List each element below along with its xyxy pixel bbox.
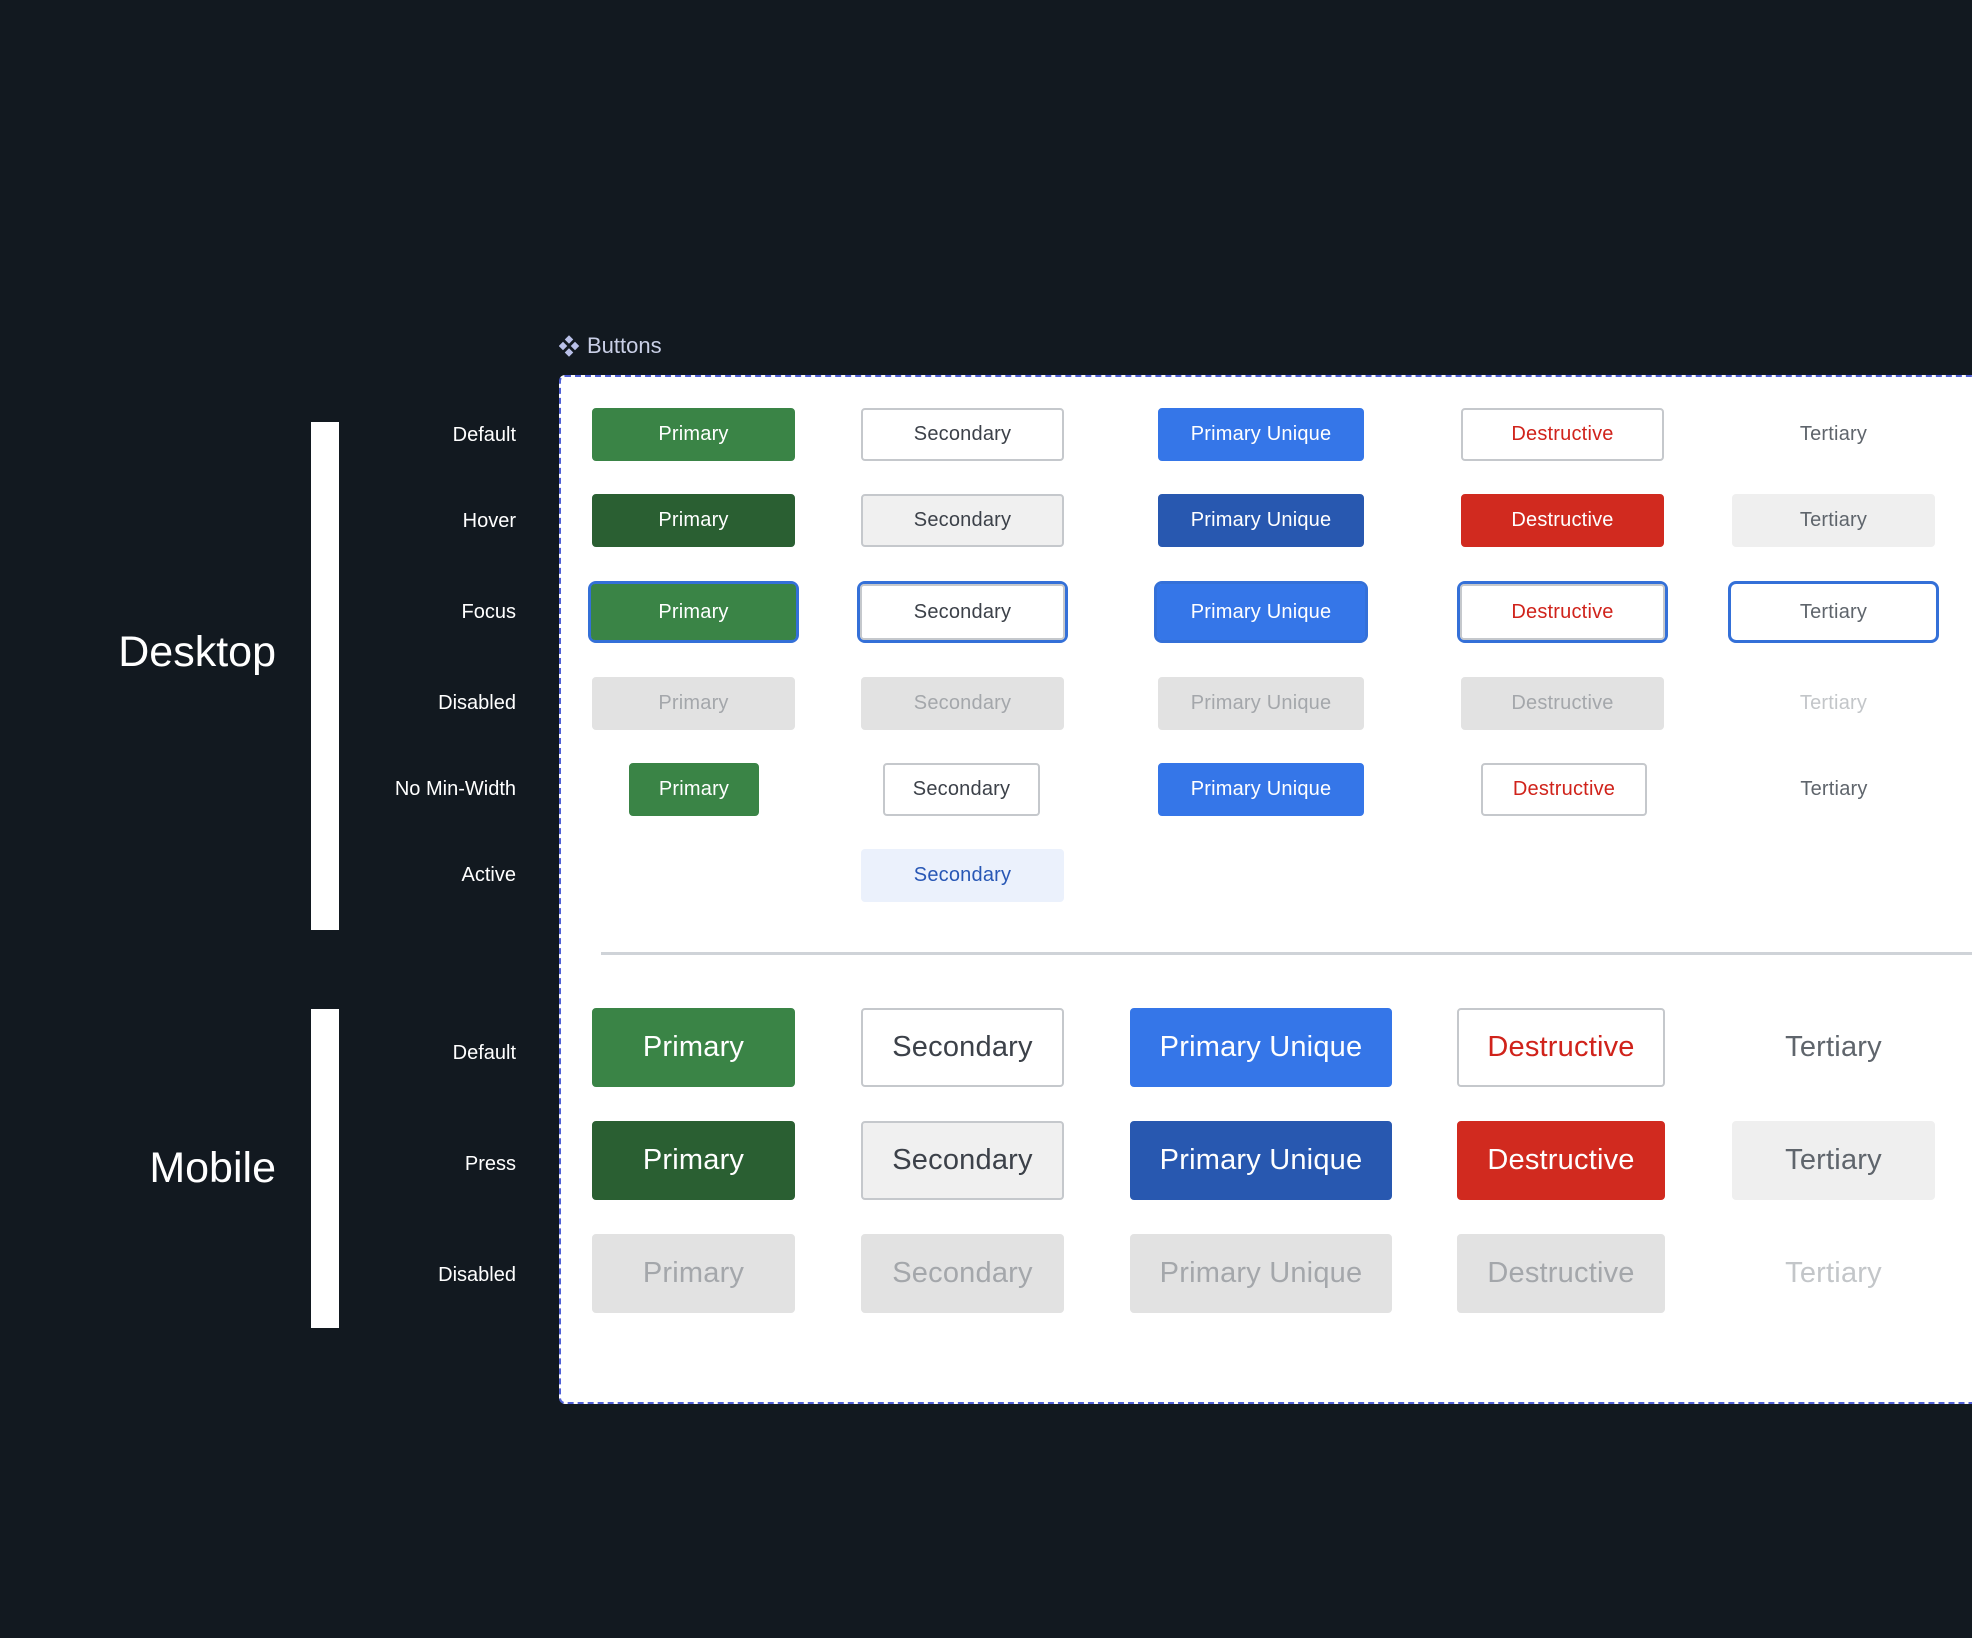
mobile-tertiary-button-press[interactable]: Tertiary bbox=[1732, 1121, 1935, 1200]
secondary-button-disabled: Secondary bbox=[861, 677, 1064, 730]
mobile-tertiary-button-disabled: Tertiary bbox=[1785, 1257, 1882, 1289]
tertiary-button[interactable]: Tertiary bbox=[1799, 423, 1868, 445]
component-label[interactable]: Buttons bbox=[559, 333, 662, 359]
secondary-button-active[interactable]: Secondary bbox=[861, 849, 1064, 902]
mobile-primary-unique-button[interactable]: Primary Unique bbox=[1130, 1008, 1392, 1087]
primary-button-hover[interactable]: Primary bbox=[592, 494, 795, 547]
row-label-desktop-default: Default bbox=[452, 424, 516, 446]
primary-unique-button-no-min-width[interactable]: Primary Unique bbox=[1158, 763, 1364, 816]
primary-button-no-min-width[interactable]: Primary bbox=[629, 763, 759, 816]
primary-button-focus[interactable]: Primary bbox=[591, 584, 796, 640]
mobile-primary-button-disabled: Primary bbox=[592, 1234, 795, 1313]
mobile-secondary-button-disabled: Secondary bbox=[861, 1234, 1064, 1313]
tertiary-button-disabled: Tertiary bbox=[1799, 692, 1868, 714]
component-icon bbox=[559, 335, 581, 357]
section-title-desktop: Desktop bbox=[118, 628, 276, 676]
tertiary-button-hover[interactable]: Tertiary bbox=[1732, 494, 1935, 547]
primary-button-disabled: Primary bbox=[592, 677, 795, 730]
secondary-button[interactable]: Secondary bbox=[861, 408, 1064, 461]
mobile-destructive-button-press[interactable]: Destructive bbox=[1457, 1121, 1665, 1200]
mobile-primary-unique-button-disabled: Primary Unique bbox=[1130, 1234, 1392, 1313]
secondary-button-no-min-width[interactable]: Secondary bbox=[883, 763, 1040, 816]
destructive-button-disabled: Destructive bbox=[1461, 677, 1664, 730]
focus-ring-secondary: Secondary bbox=[857, 581, 1068, 643]
destructive-button-no-min-width[interactable]: Destructive bbox=[1481, 763, 1647, 816]
desktop-section-bar bbox=[311, 422, 339, 930]
row-label-desktop-disabled: Disabled bbox=[438, 692, 516, 714]
destructive-button[interactable]: Destructive bbox=[1461, 408, 1664, 461]
mobile-section-bar bbox=[311, 1009, 339, 1328]
focus-ring-primary: Primary bbox=[588, 581, 799, 643]
row-label-desktop-no-min-width: No Min-Width bbox=[394, 778, 516, 800]
row-label-desktop-active: Active bbox=[461, 864, 516, 886]
mobile-secondary-button[interactable]: Secondary bbox=[861, 1008, 1064, 1087]
mobile-primary-button[interactable]: Primary bbox=[592, 1008, 795, 1087]
row-label-mobile-default: Default bbox=[452, 1042, 516, 1064]
mobile-tertiary-button[interactable]: Tertiary bbox=[1785, 1031, 1882, 1063]
tertiary-button-no-min-width[interactable]: Tertiary bbox=[1800, 778, 1868, 800]
row-label-mobile-disabled: Disabled bbox=[438, 1264, 516, 1286]
tertiary-button-focus[interactable]: Tertiary bbox=[1799, 600, 1868, 623]
primary-button[interactable]: Primary bbox=[592, 408, 795, 461]
mobile-destructive-button-disabled: Destructive bbox=[1457, 1234, 1665, 1313]
secondary-button-hover[interactable]: Secondary bbox=[861, 494, 1064, 547]
primary-unique-button-hover[interactable]: Primary Unique bbox=[1158, 494, 1364, 547]
focus-ring-destructive: Destructive bbox=[1457, 581, 1668, 643]
primary-unique-button[interactable]: Primary Unique bbox=[1158, 408, 1364, 461]
section-divider bbox=[601, 952, 1972, 955]
mobile-primary-button-press[interactable]: Primary bbox=[592, 1121, 795, 1200]
secondary-button-focus[interactable]: Secondary bbox=[860, 584, 1065, 640]
row-label-desktop-hover: Hover bbox=[462, 510, 516, 532]
mobile-primary-unique-button-press[interactable]: Primary Unique bbox=[1130, 1121, 1392, 1200]
mobile-destructive-button[interactable]: Destructive bbox=[1457, 1008, 1665, 1087]
primary-unique-button-disabled: Primary Unique bbox=[1158, 677, 1364, 730]
destructive-button-hover[interactable]: Destructive bbox=[1461, 494, 1664, 547]
primary-unique-button-focus[interactable]: Primary Unique bbox=[1157, 584, 1365, 640]
mobile-secondary-button-press[interactable]: Secondary bbox=[861, 1121, 1064, 1200]
focus-ring-tertiary: Tertiary bbox=[1728, 581, 1939, 643]
row-label-desktop-focus: Focus bbox=[461, 601, 516, 623]
component-name: Buttons bbox=[587, 333, 662, 358]
destructive-button-focus[interactable]: Destructive bbox=[1460, 584, 1665, 640]
row-label-mobile-press: Press bbox=[464, 1153, 516, 1175]
focus-ring-primary-unique: Primary Unique bbox=[1154, 581, 1368, 643]
section-title-mobile: Mobile bbox=[149, 1144, 276, 1192]
